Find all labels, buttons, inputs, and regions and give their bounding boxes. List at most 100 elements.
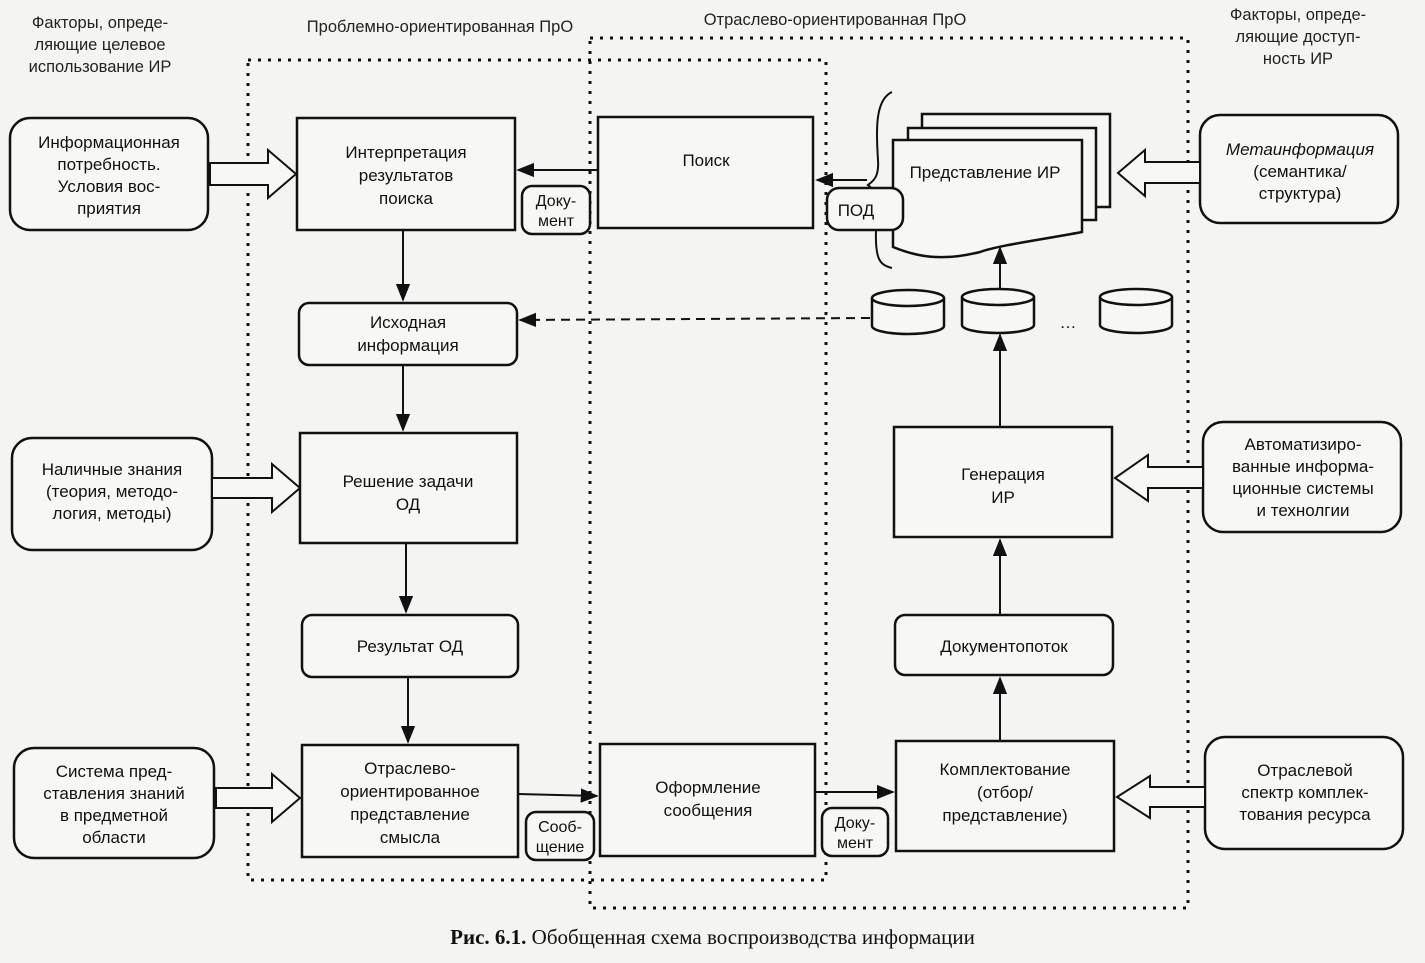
acquisition-box (894, 739, 1116, 853)
tag-document-top (520, 184, 592, 236)
factor-automated-systems-label: Автоматизиро-ванные информа-ционные сист… (1232, 435, 1374, 520)
caption-label: Рис. 6.1. (450, 925, 527, 949)
text-line: Наличные знания (42, 460, 183, 479)
text-line: Отраслевой (1257, 761, 1353, 780)
text-line: структура) (1259, 184, 1342, 203)
text-line: Оформление (655, 778, 761, 797)
text-line: Исходная (370, 313, 446, 332)
text-line: тования ресурса (1239, 805, 1371, 824)
problem-domain-header: Проблемно-ориентированная ПрО (307, 18, 574, 36)
right-factors-header: Факторы, опреде-ляющие доступ-ность ИР (1230, 6, 1366, 68)
text-line: поиска (379, 189, 433, 208)
fat-arrow-metainfo (1116, 147, 1201, 199)
text-line: Факторы, опреде- (32, 14, 168, 32)
text-line: Информационная (38, 133, 180, 152)
generation-box (892, 425, 1114, 539)
factor-info-need-label: Информационная потребность. Условия вос-пр… (38, 133, 180, 218)
text-line: приятия (77, 199, 141, 218)
factor-knowledge-system-box (12, 746, 216, 860)
ir-representation-stack (891, 112, 1112, 259)
representation-box (300, 743, 520, 859)
tag-pod-label: ПОД (838, 201, 875, 220)
text-line: ционные системы (1232, 479, 1373, 498)
database-icon (870, 288, 946, 336)
text-line: представление) (942, 806, 1067, 825)
text-line: мент (538, 213, 575, 230)
tag-message (524, 810, 596, 862)
tag-pod (825, 186, 905, 232)
text-line: (семантика/ (1253, 162, 1347, 181)
ir-representation-label: Представление ИР (910, 163, 1061, 182)
text-line: информация (357, 336, 458, 355)
docflow-box (893, 613, 1115, 677)
figure-caption: Рис. 6.1. Обобщенная схема воспроизводст… (0, 925, 1425, 950)
search-label: Поиск (682, 151, 730, 170)
fat-arrow-info-need (209, 147, 298, 201)
database-icon (960, 287, 1036, 335)
text-line: (отбор/ (977, 783, 1033, 802)
text-line: ПОД (838, 201, 875, 220)
text-line: мент (837, 835, 874, 852)
text-line: логия, методы) (53, 504, 172, 523)
text-line: Сооб- (538, 819, 582, 836)
message-design-label: Оформление сообщения (655, 778, 761, 820)
text-line: ванные информа- (1232, 457, 1374, 476)
text-line: использование ИР (29, 58, 172, 76)
text-line: смысла (380, 828, 441, 847)
text-line: Представление ИР (910, 163, 1061, 182)
result-box (300, 613, 520, 679)
text-line: Генерация (961, 465, 1045, 484)
text-line: результатов (359, 166, 453, 185)
industry-domain-header: Отраслево-ориентированная ПрО (704, 11, 967, 29)
text-line: Условия вос- (58, 177, 161, 196)
text-line: Комплектование (940, 760, 1071, 779)
fat-arrow-acquisition-spectrum (1115, 774, 1206, 820)
text-line: Факторы, опреде- (1230, 6, 1366, 24)
text-line: ляющие доступ- (1236, 28, 1361, 46)
text-line: Система пред- (56, 762, 173, 781)
brace (866, 91, 893, 269)
text-line: ность ИР (1263, 50, 1333, 68)
text-line: области (82, 828, 146, 847)
text-line: и технолгии (1257, 501, 1350, 520)
text-line: в предметной (60, 806, 168, 825)
database-icon (1098, 287, 1174, 335)
text-line: Решение задачи (343, 472, 474, 491)
text-line: Отраслево- (364, 759, 456, 778)
interpretation-label: Интерпретация результатов поиска (345, 143, 466, 208)
text-line: Интерпретация (345, 143, 466, 162)
message-design-box (598, 742, 817, 858)
task-solution-box (298, 431, 519, 545)
text-line: Автоматизиро- (1245, 435, 1362, 454)
text-line: Поиск (682, 151, 730, 170)
text-line: Результат ОД (357, 637, 464, 656)
tag-document-bottom (820, 806, 890, 858)
text-line: сообщения (664, 801, 753, 820)
arrow-db-to-source-info (518, 312, 871, 328)
text-line: (теория, методо- (46, 482, 178, 501)
text-line: потребность. (57, 155, 160, 174)
arrow-representation-to-message (517, 788, 599, 803)
text-line: Документопоток (940, 637, 1068, 656)
factor-metainfo-label: Метаинформация(семантика/структура) (1226, 140, 1374, 203)
svg-text:Факторы, опреде-ляющие доступ-: Факторы, опреде-ляющие доступ-ность ИР (1230, 6, 1366, 68)
docflow-label: Документопоток (940, 637, 1068, 656)
factor-info-need-box (8, 116, 210, 232)
tag-message-label: Сооб-щение (536, 819, 585, 856)
source-info-box (297, 301, 519, 367)
factor-knowledge-label: Наличные знания (теория, методо-логия, ме… (42, 460, 183, 523)
text-line: представление (350, 805, 470, 824)
svg-text:Факторы, опреде-ляющие целевое: Факторы, опреде-ляющие целевоеиспользова… (29, 14, 172, 76)
text-line: Доку- (536, 193, 576, 210)
fat-arrow-knowledge-system (215, 771, 302, 825)
tag-document-top-label: Доку-мент (536, 193, 576, 230)
source-info-label: Исходная информация (357, 313, 458, 355)
acquisition-label: Комплектование (отбор/представление) (940, 760, 1071, 825)
